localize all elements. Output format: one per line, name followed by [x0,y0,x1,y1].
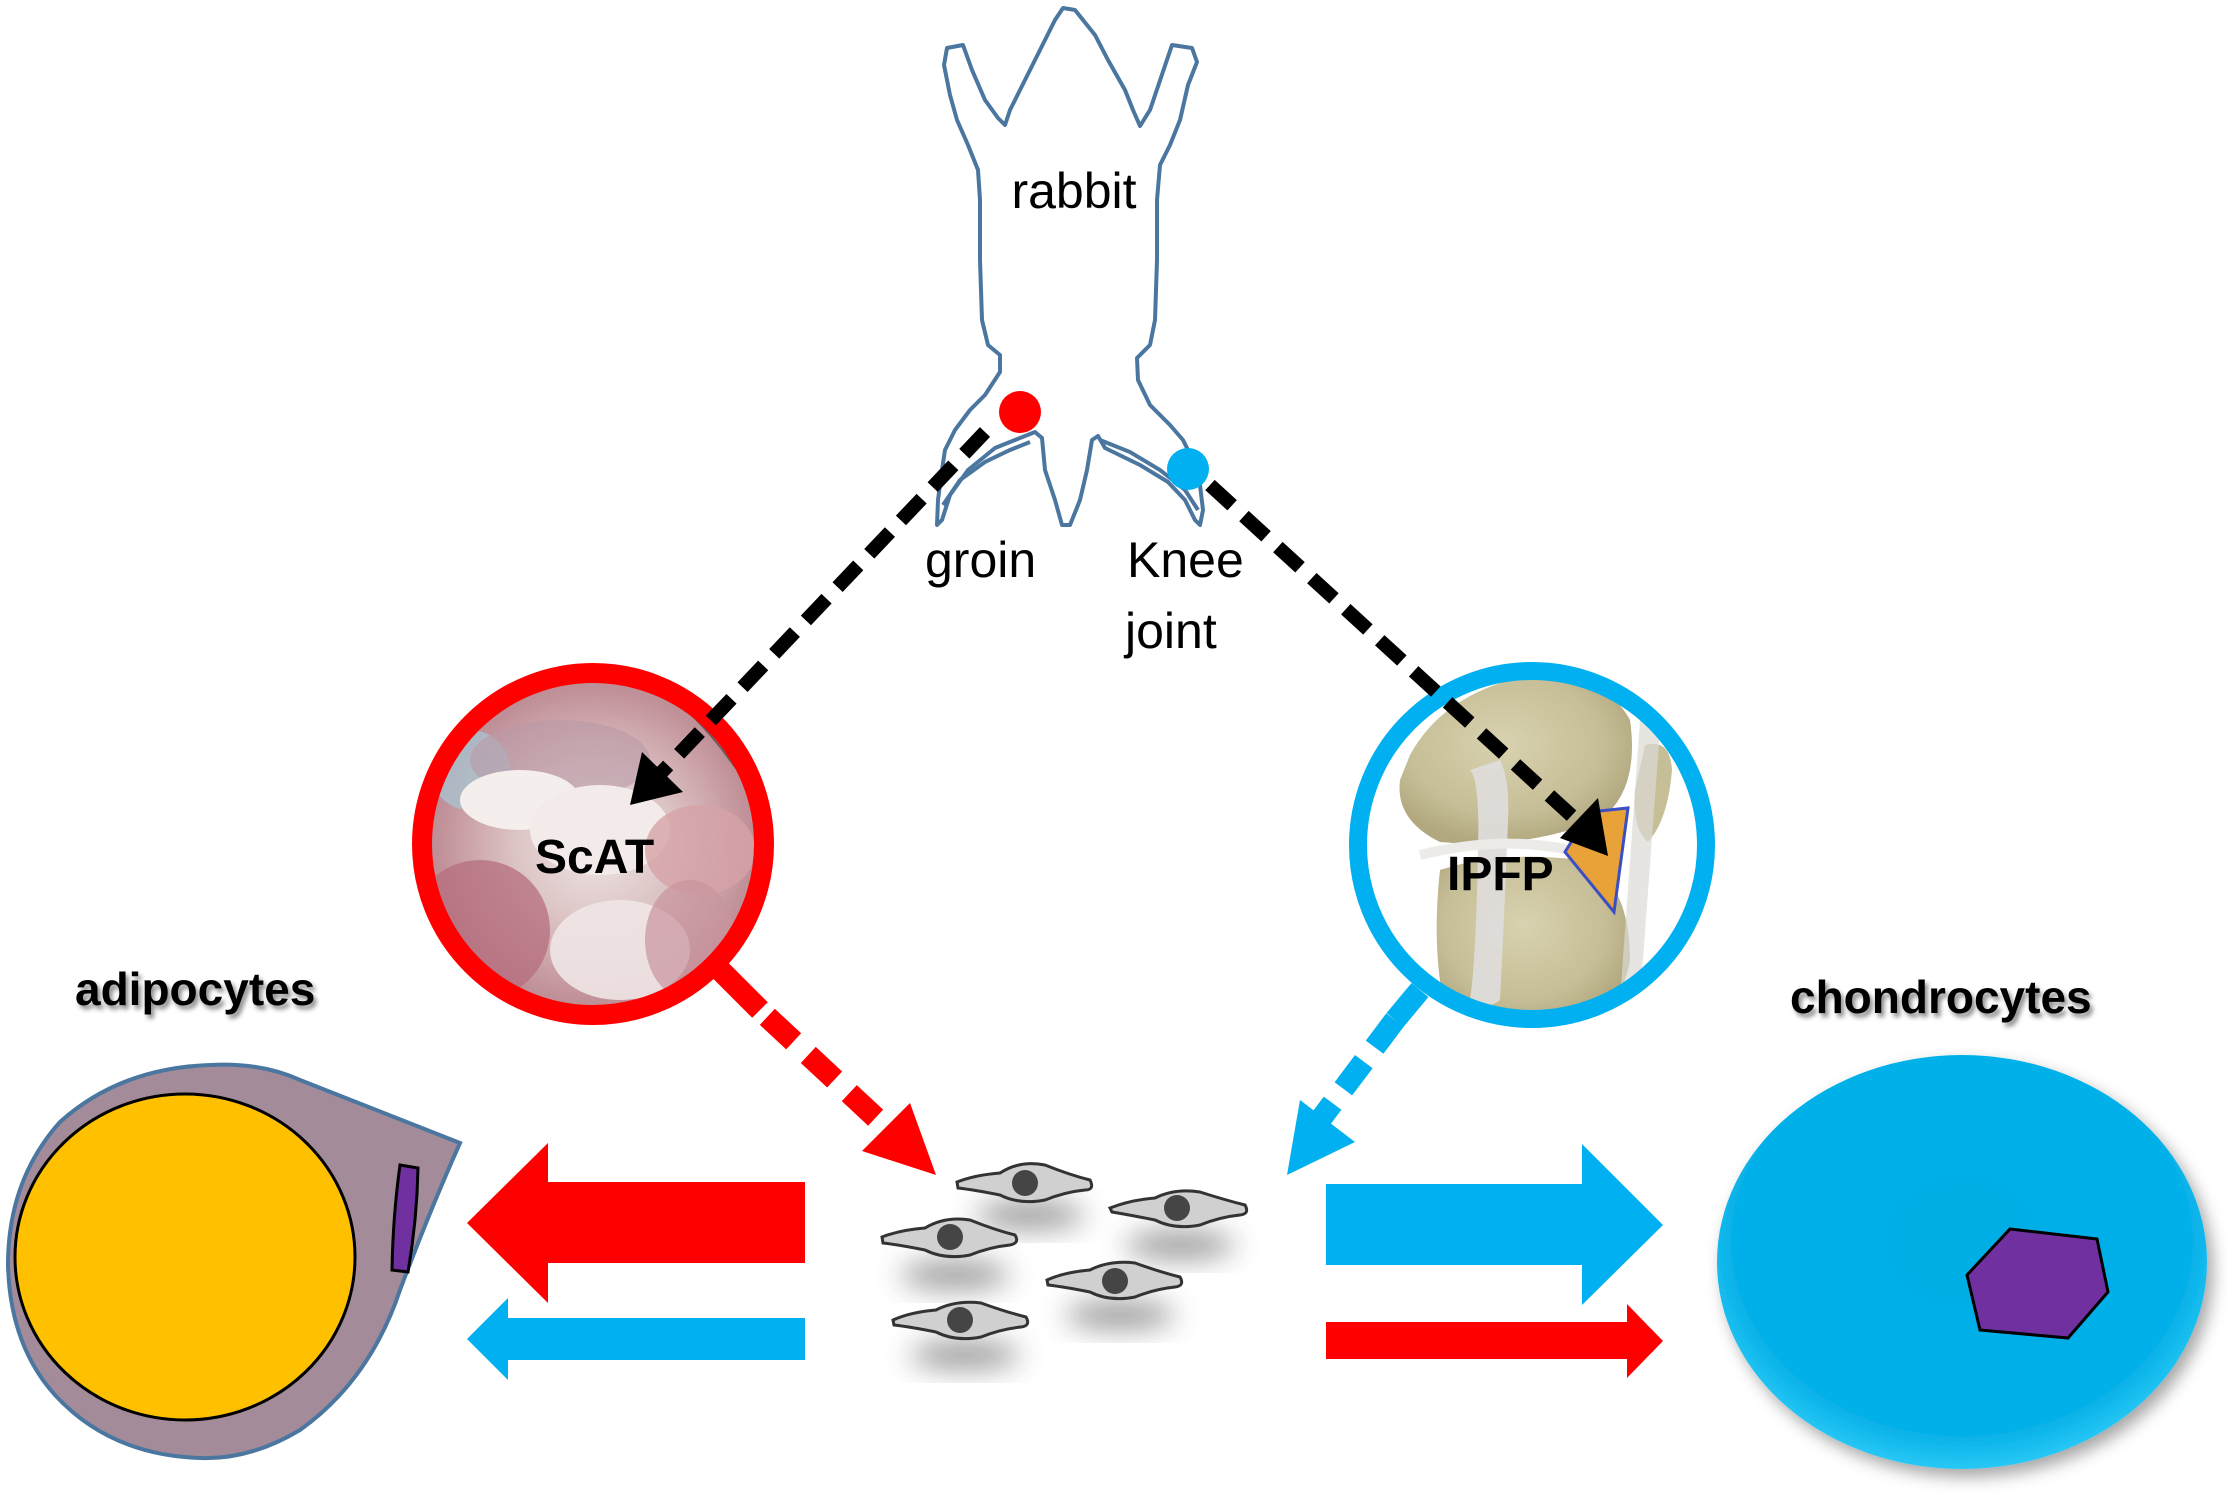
arrow-red-large-left [467,1143,805,1303]
chondrocyte-cell [1717,1055,2207,1469]
stem-cell [1107,1189,1249,1259]
stem-cell [955,1162,1094,1229]
adipocyte-nucleus [390,1163,420,1274]
stem-cells-cluster [880,1162,1249,1369]
ipfp-magnifier [1349,662,1715,1028]
groin-marker [999,391,1041,433]
chondrocytes-label: chondrocytes [1790,971,2092,1023]
stem-cell [880,1217,1019,1289]
arrow-blue-small-left [467,1298,805,1380]
scat-ring [412,663,774,1025]
scat-label: ScAT [535,831,654,884]
knee-to-ipfp-arrow [1205,479,1608,856]
lipid-droplet [13,1092,357,1422]
scat-to-cells-arrow [752,1001,936,1175]
scat-tissue-photo [423,674,763,1014]
arrow-blue-large-right [1326,1144,1663,1305]
knee-joint-illustration [1360,673,1704,1017]
stem-cell [891,1300,1030,1369]
ipfp-label: IPFP [1447,848,1554,901]
scat-magnifier [412,663,774,1025]
arrow-red-small-right [1326,1304,1663,1378]
adipocyte-cell [5,1062,463,1461]
knee-marker [1167,448,1209,490]
groin-to-scat-arrow [630,427,991,805]
joint-label: joint [1123,603,1217,659]
adipocytes-label: adipocytes [75,963,315,1015]
stem-cell [1045,1260,1184,1329]
rabbit-label: rabbit [1011,163,1136,219]
ipfp-ring [1349,662,1715,1028]
groin-label: groin [925,532,1036,588]
rabbit-outline [935,6,1205,527]
chondrocyte-nucleus [1965,1227,2110,1340]
ipfp-to-cells-arrow [1287,1013,1404,1175]
knee-label: Knee [1127,532,1244,588]
